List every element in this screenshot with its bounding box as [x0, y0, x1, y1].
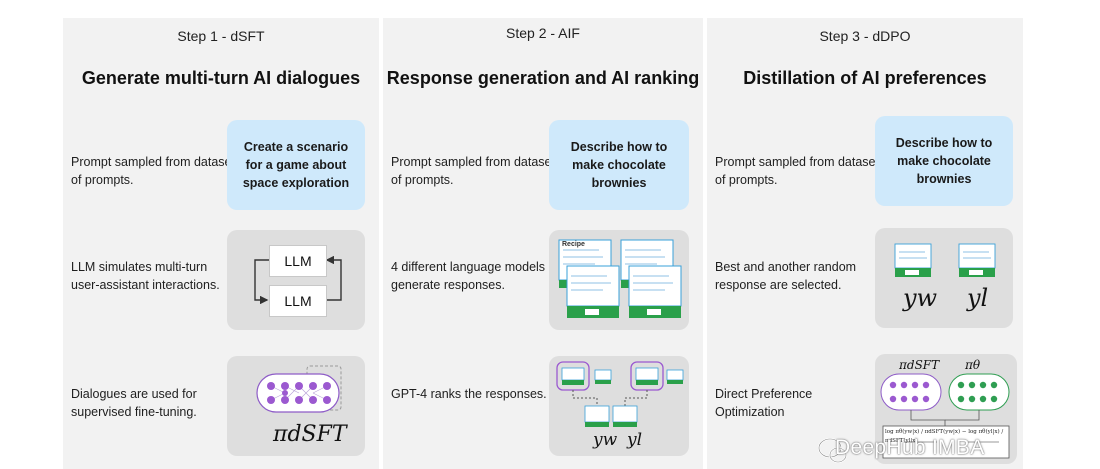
prompt-text: Describe how to make chocolate brownies — [570, 140, 668, 190]
row-description: Dialogues are used for supervised fine-t… — [71, 387, 197, 419]
card-title: Recipe — [562, 241, 585, 248]
prompt-box: Describe how to make chocolate brownies — [549, 120, 689, 210]
neural-network-icon — [256, 365, 342, 413]
prompt-box: Create a scenario for a game about space… — [227, 120, 365, 210]
dpo-diagram-icon — [880, 373, 1010, 459]
response-cards-icon — [558, 239, 682, 318]
selected-cards-icon — [894, 243, 996, 277]
pi-dsft-label: πdSFT — [899, 358, 940, 372]
yl-label: yl — [967, 284, 989, 312]
loop-arrows-icon — [254, 255, 342, 305]
row-description: Prompt sampled from dataset of prompts. — [391, 155, 555, 187]
row-description: Prompt sampled from dataset of prompts. — [715, 155, 879, 187]
yl-label: yl — [627, 430, 643, 450]
pi-dsft-label: πdSFT — [273, 422, 347, 447]
ranking-box: yw yl — [549, 356, 689, 456]
watermark: DeepHub IMBA — [835, 436, 985, 459]
llm-box-top: LLM — [269, 245, 327, 277]
row-description: Best and another random response are sel… — [715, 260, 857, 292]
prompt-text: Describe how to make chocolate brownies — [895, 136, 993, 186]
step-label: Step 3 - dDPO — [819, 28, 911, 44]
yw-label: yw — [903, 284, 938, 312]
chat-bubble-icon — [818, 438, 847, 463]
responses-box: Recipe — [549, 230, 689, 330]
yw-label: yw — [593, 430, 618, 450]
panel-heading: Distillation of AI preferences — [743, 68, 987, 88]
dpo-loss-formula: log πθ(yw|x) / πdSFT(yw|x) − log πθ(yl|x… — [885, 429, 1004, 444]
pi-dsft-text: πdSFT — [273, 422, 347, 447]
row-description: GPT-4 ranks the responses. — [391, 387, 547, 401]
row-description: 4 different language models generate res… — [391, 260, 546, 292]
panel-step-1: Step 1 - dSFT Generate multi-turn AI dia… — [63, 18, 379, 469]
panel-step-2: Step 2 - AIF Response generation and AI … — [383, 18, 703, 469]
ranking-diagram-icon — [556, 361, 684, 427]
model-box: πdSFT — [227, 356, 365, 456]
row-description: LLM simulates multi-turn user-assistant … — [71, 260, 220, 292]
dpo-box: πdSFT πθ log πθ(yw|x) / πdSFT(yw| — [875, 354, 1017, 464]
llm-box-bottom: LLM — [269, 285, 327, 317]
panel-heading: Response generation and AI ranking — [386, 68, 700, 88]
step-label: Step 2 - AIF — [506, 25, 580, 41]
panel-heading: Generate multi-turn AI dialogues — [81, 68, 361, 88]
prompt-text: Create a scenario for a game about space… — [242, 140, 350, 190]
selected-responses-box: yw yl — [875, 228, 1013, 328]
prompt-box: Describe how to make chocolate brownies — [875, 116, 1013, 206]
row-description: Direct Preference Optimization — [715, 387, 813, 419]
panel-step-3: Step 3 - dDPO Distillation of AI prefere… — [707, 18, 1023, 469]
row-description: Prompt sampled from dataset of prompts. — [71, 155, 235, 187]
step-label: Step 1 - dSFT — [177, 28, 265, 44]
pi-theta-label: πθ — [965, 358, 981, 372]
llm-loop-box: LLM LLM — [227, 230, 365, 330]
